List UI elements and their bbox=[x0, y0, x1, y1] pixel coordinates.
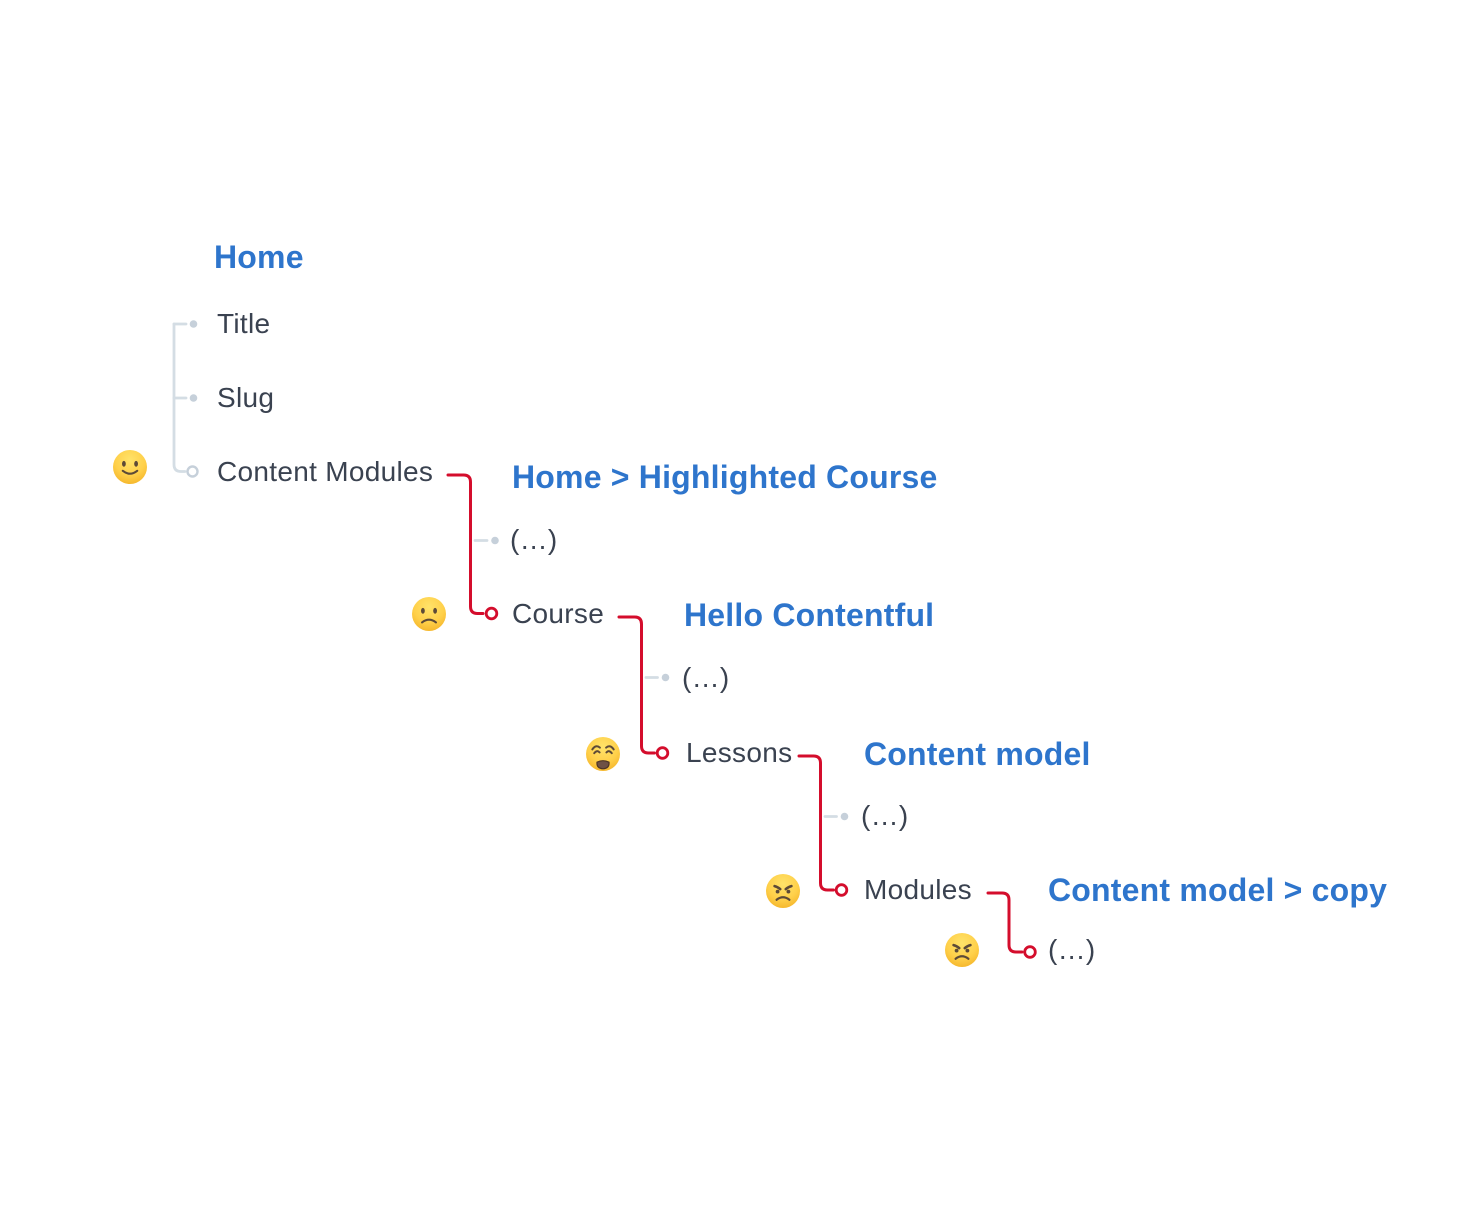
field-item-ellipsis-2: (…) bbox=[682, 662, 730, 693]
home-field-tree-connector bbox=[172, 320, 199, 478]
content-model-field-stub bbox=[823, 812, 849, 821]
heading-home: Home bbox=[214, 239, 304, 275]
angry-face-icon bbox=[765, 873, 801, 909]
heading-home-highlighted-course: Home > Highlighted Course bbox=[512, 459, 938, 495]
field-item-slug: Slug bbox=[217, 382, 275, 413]
field-item-ellipsis-3: (…) bbox=[861, 800, 909, 831]
weary-face-icon bbox=[585, 736, 621, 772]
red-link-modules-to-ellipsis bbox=[986, 891, 1037, 959]
angry-face-icon-2 bbox=[944, 932, 980, 968]
slightly-smiling-face-icon bbox=[112, 449, 148, 485]
red-link-content-modules-to-course bbox=[446, 473, 499, 621]
red-link-course-to-lessons bbox=[617, 615, 670, 760]
field-item-lessons: Lessons bbox=[686, 737, 793, 768]
field-item-course: Course bbox=[512, 598, 605, 629]
field-item-content-modules: Content Modules bbox=[217, 456, 434, 487]
slightly-frowning-face-icon bbox=[411, 596, 447, 632]
red-link-lessons-to-modules bbox=[797, 754, 849, 897]
field-item-ellipsis-4: (…) bbox=[1048, 934, 1096, 965]
field-item-modules: Modules bbox=[864, 874, 972, 905]
heading-content-model: Content model bbox=[864, 736, 1091, 772]
heading-hello-contentful: Hello Contentful bbox=[684, 597, 935, 633]
field-item-title: Title bbox=[217, 308, 271, 339]
field-item-ellipsis-1: (…) bbox=[510, 524, 558, 555]
heading-content-model-copy: Content model > copy bbox=[1048, 872, 1388, 908]
hello-contentful-field-stub bbox=[644, 673, 670, 682]
highlighted-course-field-stub bbox=[473, 536, 499, 545]
